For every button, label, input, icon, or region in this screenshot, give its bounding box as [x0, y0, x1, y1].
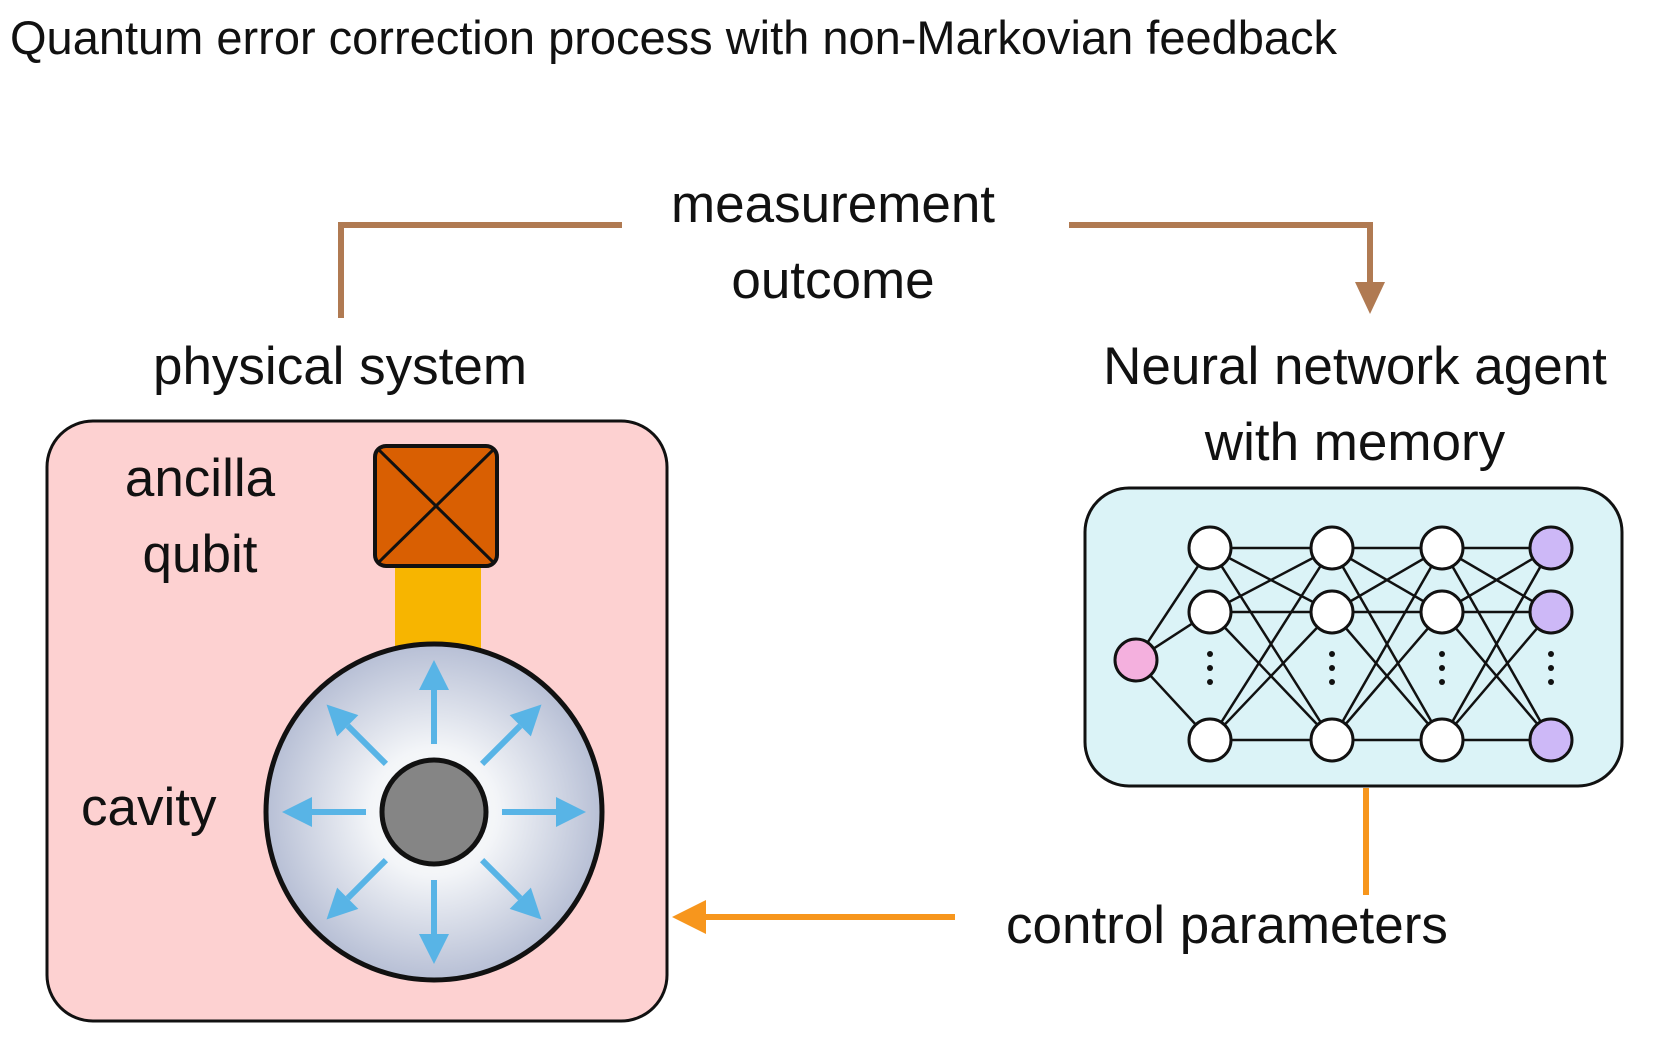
ellipsis-dot [1439, 665, 1445, 671]
measurement-arrow [338, 222, 1385, 318]
cavity-field-arrows [282, 660, 586, 964]
ancilla-label-line1: ancilla [124, 449, 276, 508]
cavity-arrow-head [419, 934, 449, 964]
cavity-arrow-head [419, 660, 449, 690]
ellipsis-dot [1329, 679, 1335, 685]
ellipsis-dot [1548, 665, 1554, 671]
control-parameters-label: control parameters [1006, 896, 1448, 955]
network-edge [1209, 611, 1333, 741]
network-node [1419, 589, 1465, 635]
control-arrow [672, 788, 1369, 934]
diagram-title: Quantum error correction process with no… [10, 11, 1338, 64]
network-node [1528, 589, 1574, 635]
cavity-icon [263, 641, 605, 983]
ellipsis-dot [1329, 651, 1335, 657]
cavity-arrow-head [509, 887, 542, 920]
cavity-arrow-head [326, 887, 359, 920]
cavity-arrow-shaft [345, 857, 389, 901]
network-node [1528, 717, 1574, 763]
network-node [1419, 525, 1465, 571]
cavity-arrow-head [556, 797, 586, 827]
cavity-arrow-shaft [345, 723, 389, 767]
ellipsis-dot [1439, 651, 1445, 657]
ellipsis-dot [1548, 679, 1554, 685]
network-node [1187, 589, 1233, 635]
network-edge [1208, 547, 1334, 741]
network-edge [1440, 547, 1553, 741]
coupler-strip [395, 563, 481, 655]
cavity-arrow-head [509, 704, 542, 737]
ellipsis-dot [1207, 665, 1213, 671]
physical-system-label: physical system [152, 337, 528, 396]
measurement-label-line1: measurement [670, 175, 996, 234]
neural-network-icon [1113, 525, 1574, 763]
cavity-label: cavity [81, 778, 217, 837]
network-edge [1441, 611, 1552, 741]
network-node [1528, 525, 1574, 571]
network-node [1419, 717, 1465, 763]
network-ellipsis-dots [1207, 651, 1554, 685]
network-node [1187, 525, 1233, 571]
ancilla-qubit-icon [373, 444, 499, 568]
ellipsis-dot [1329, 665, 1335, 671]
cavity-arrow-shaft [479, 723, 523, 767]
cavity-core [379, 757, 489, 867]
ellipsis-dot [1548, 651, 1554, 657]
measurement-label-line2: outcome [731, 251, 935, 310]
agent-label-line1: Neural network agent [1103, 337, 1607, 396]
network-node [1309, 717, 1355, 763]
network-edge [1209, 546, 1333, 614]
network-node [1187, 717, 1233, 763]
ellipsis-dot [1439, 679, 1445, 685]
cavity-arrow-shaft [479, 857, 523, 901]
network-node [1309, 525, 1355, 571]
network-edge [1331, 611, 1443, 741]
agent-label-line2: with memory [1204, 413, 1506, 472]
cavity-arrow-head [282, 797, 312, 827]
ancilla-label-line2: qubit [142, 525, 258, 584]
network-edge [1330, 547, 1444, 741]
network-node [1309, 589, 1355, 635]
network-node [1113, 637, 1159, 683]
cavity-arrow-head [326, 704, 359, 737]
control-arrowhead [672, 900, 706, 934]
network-nodes [1113, 525, 1574, 763]
ellipsis-dot [1207, 651, 1213, 657]
ellipsis-dot [1207, 679, 1213, 685]
measurement-arrowhead [1355, 282, 1385, 314]
